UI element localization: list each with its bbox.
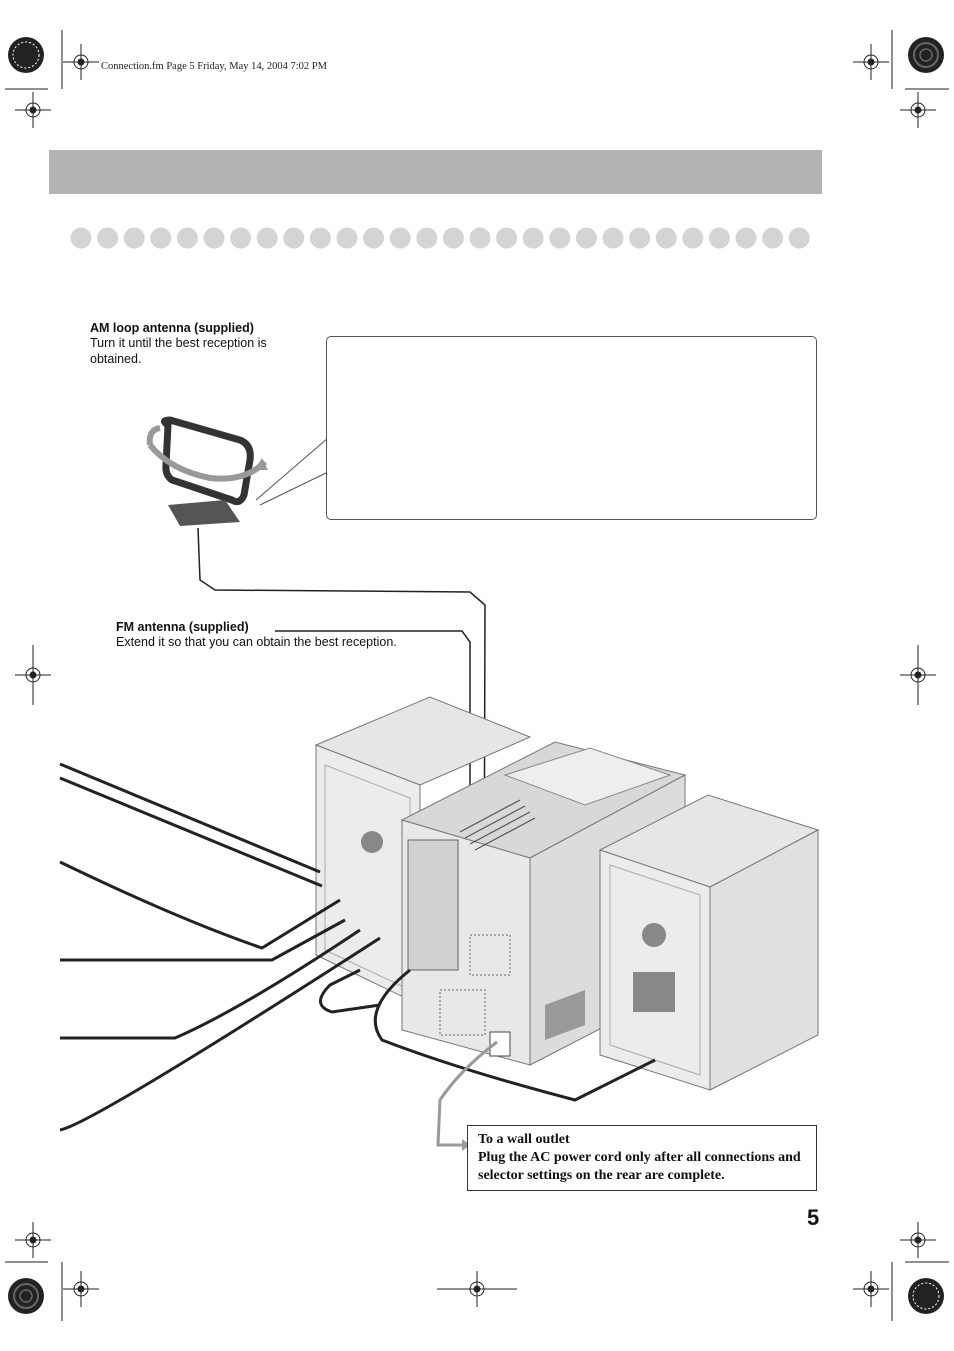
stereo-system-illustration — [314, 696, 820, 1091]
divider-dot — [708, 227, 730, 249]
divider-dot — [549, 227, 571, 249]
divider-dot — [70, 227, 92, 249]
divider-dot — [123, 227, 145, 249]
fm-antenna-title: FM antenna (supplied) — [116, 620, 249, 634]
speaker-cables — [59, 762, 656, 1132]
divider-dot — [655, 227, 677, 249]
arrow-right-icon — [462, 1139, 470, 1151]
file-info-header: Connection.fm Page 5 Friday, May 14, 200… — [101, 61, 327, 72]
divider-dot — [150, 227, 172, 249]
divider-dot — [788, 227, 810, 249]
divider-dot — [682, 227, 704, 249]
wall-outlet-title: To a wall outlet — [478, 1132, 570, 1147]
divider-dot — [256, 227, 278, 249]
fm-antenna-label: FM antenna (supplied) Extend it so that … — [116, 620, 456, 650]
am-antenna-label: AM loop antenna (supplied) Turn it until… — [90, 321, 300, 367]
crop-marks — [5, 30, 949, 1321]
divider-dot — [230, 227, 252, 249]
divider-dot — [602, 227, 624, 249]
divider-dot — [629, 227, 651, 249]
divider-dot — [575, 227, 597, 249]
divider-dot — [469, 227, 491, 249]
section-title-band — [49, 150, 822, 194]
divider-dot — [97, 227, 119, 249]
wall-outlet-note: Plug the AC power cord only after all co… — [478, 1150, 801, 1183]
divider-dot — [309, 227, 331, 249]
am-loop-antenna-illustration — [146, 416, 486, 941]
fm-antenna-description: Extend it so that you can obtain the bes… — [116, 635, 397, 649]
divider-dot — [283, 227, 305, 249]
divider-dot — [363, 227, 385, 249]
registration-mark-icon — [8, 37, 944, 1314]
antenna-assembly-panel — [326, 336, 817, 520]
am-antenna-title: AM loop antenna (supplied) — [90, 321, 254, 335]
crosshair-icon — [15, 44, 936, 1307]
divider-dot — [735, 227, 757, 249]
divider-dot — [336, 227, 358, 249]
divider-dot — [416, 227, 438, 249]
divider-dot — [496, 227, 518, 249]
divider-dot — [203, 227, 225, 249]
am-antenna-description: Turn it until the best reception is obta… — [90, 336, 267, 366]
wall-outlet-callout: To a wall outlet Plug the AC power cord … — [467, 1125, 817, 1191]
divider-dot — [176, 227, 198, 249]
divider-dot — [389, 227, 411, 249]
divider-dot — [442, 227, 464, 249]
divider-dot — [522, 227, 544, 249]
divider-dot — [762, 227, 784, 249]
page-number: 5 — [807, 1205, 820, 1230]
dot-divider — [70, 227, 810, 249]
power-cord — [436, 1040, 498, 1151]
